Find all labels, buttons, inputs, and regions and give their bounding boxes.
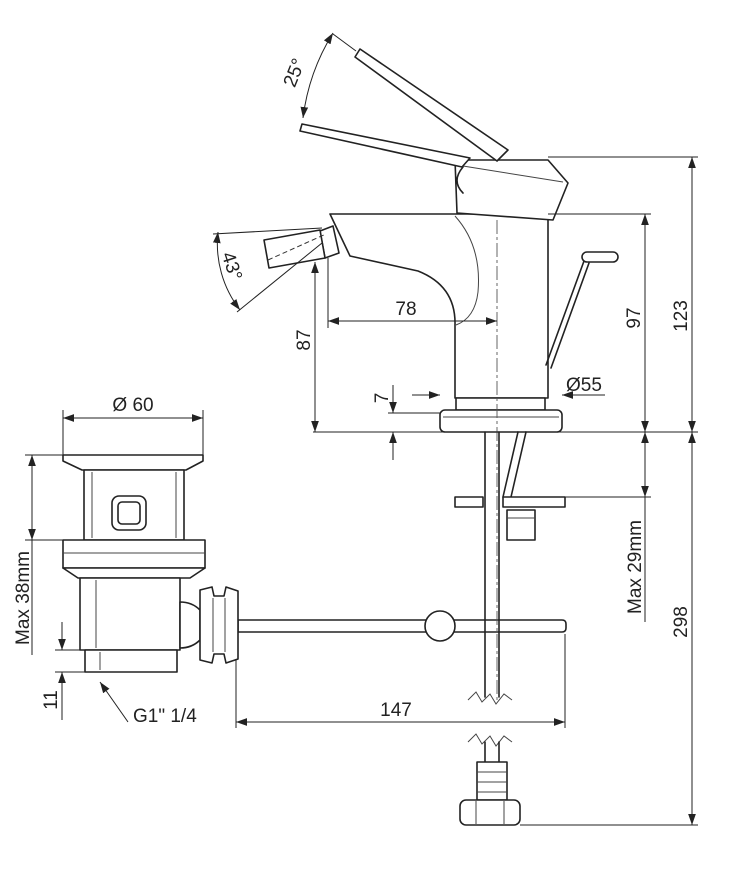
waste-taper: [62, 567, 206, 579]
aerator-angle-extension-2: [236, 242, 323, 313]
body-neck: [455, 397, 546, 411]
thread-callout: G1" 1/4: [99, 681, 197, 727]
thread-leader: [99, 681, 129, 723]
spout-height-label: 87: [294, 329, 315, 350]
lift-rod-line-1: [545, 260, 585, 366]
lever-closed: [299, 123, 471, 168]
rod-connector-nut: [199, 586, 239, 664]
aerator: [263, 229, 326, 269]
dim-total-height: 123: [548, 156, 698, 432]
handle-housing: [454, 159, 569, 221]
washer-right: [502, 496, 566, 508]
bidet-mixer: [263, 48, 619, 700]
lift-rod-knob: [581, 251, 619, 263]
rod-length-label: 147: [380, 700, 412, 721]
dim-rod-length: 147: [235, 634, 566, 728]
waste-lower-body: [79, 577, 181, 651]
spout-body: [329, 213, 549, 399]
lever-angle-extension: [332, 33, 357, 52]
spout-reach-label: 78: [395, 299, 416, 320]
body-height-label: 97: [624, 307, 645, 328]
thread-length-label: 11: [41, 690, 62, 710]
waste-rod: [237, 619, 567, 633]
base-plate: [439, 409, 563, 433]
total-height-label: 123: [671, 300, 692, 332]
dim-body-height: 97: [548, 213, 651, 432]
dim-deck-thickness: Max 29mm: [565, 432, 651, 622]
lever-raised: [354, 48, 509, 162]
aerator-angle-arc: [212, 231, 241, 311]
base-thickness-label: 7: [372, 393, 393, 404]
rod-ball-joint: [424, 610, 456, 642]
waste-overflow-slot-inner: [117, 501, 141, 525]
hose-ferrule: [476, 761, 508, 801]
washer-left: [454, 496, 484, 508]
hose-hex-nut: [459, 799, 521, 826]
hose-break-mark-bottom: [467, 733, 513, 747]
waste-flange-cap: [62, 454, 204, 471]
basin-thickness-label: Max 38mm: [13, 551, 34, 645]
under-deck-connections: [454, 431, 566, 826]
aerator-axis: [267, 233, 327, 261]
base-diameter-label: Ø55: [566, 375, 602, 396]
pop-up-waste: [62, 454, 567, 673]
dim-flange-diameter: Ø 60: [62, 395, 204, 455]
waste-locknut: [62, 539, 206, 569]
pop-up-lift-rod: [545, 251, 619, 369]
dim-base-thickness: 7: [372, 385, 440, 460]
dim-basin-thickness: Max 38mm: [13, 454, 63, 655]
dim-base-diameter: Ø55: [412, 375, 605, 399]
thread-label: G1" 1/4: [133, 706, 197, 727]
dim-lever-angle: 25°: [280, 32, 357, 119]
lever-angle-arc: [300, 32, 334, 119]
waste-side-outlet: [179, 601, 201, 649]
second-hose-edge-2: [510, 431, 527, 498]
fixing-nut: [506, 509, 536, 541]
dim-spout-height: 87: [294, 262, 319, 432]
faucet-dimensions: 25° 43° 87 78 7 Ø55: [212, 32, 698, 826]
handle-housing-edge: [462, 165, 564, 183]
waste-dimensions: Ø 60 Max 38mm 11 G1" 1/4 147: [13, 395, 566, 728]
lift-rod-line-2: [550, 262, 590, 369]
waste-tailpiece: [84, 649, 178, 673]
aerator-angle-label: 43°: [217, 249, 246, 283]
lever-angle-label: 25°: [280, 56, 310, 91]
hose-length-label: 298: [671, 606, 692, 638]
deck-thickness-label: Max 29mm: [625, 520, 646, 614]
hose-break-mark-top: [467, 691, 513, 705]
flange-diameter-label: Ø 60: [112, 395, 153, 416]
dim-hose-length: 298: [520, 432, 698, 826]
lever-neck: [456, 166, 464, 194]
second-hose-edge-1: [502, 431, 519, 498]
dim-thread-length: 11: [41, 622, 85, 720]
dim-spout-reach: 78: [327, 258, 497, 328]
